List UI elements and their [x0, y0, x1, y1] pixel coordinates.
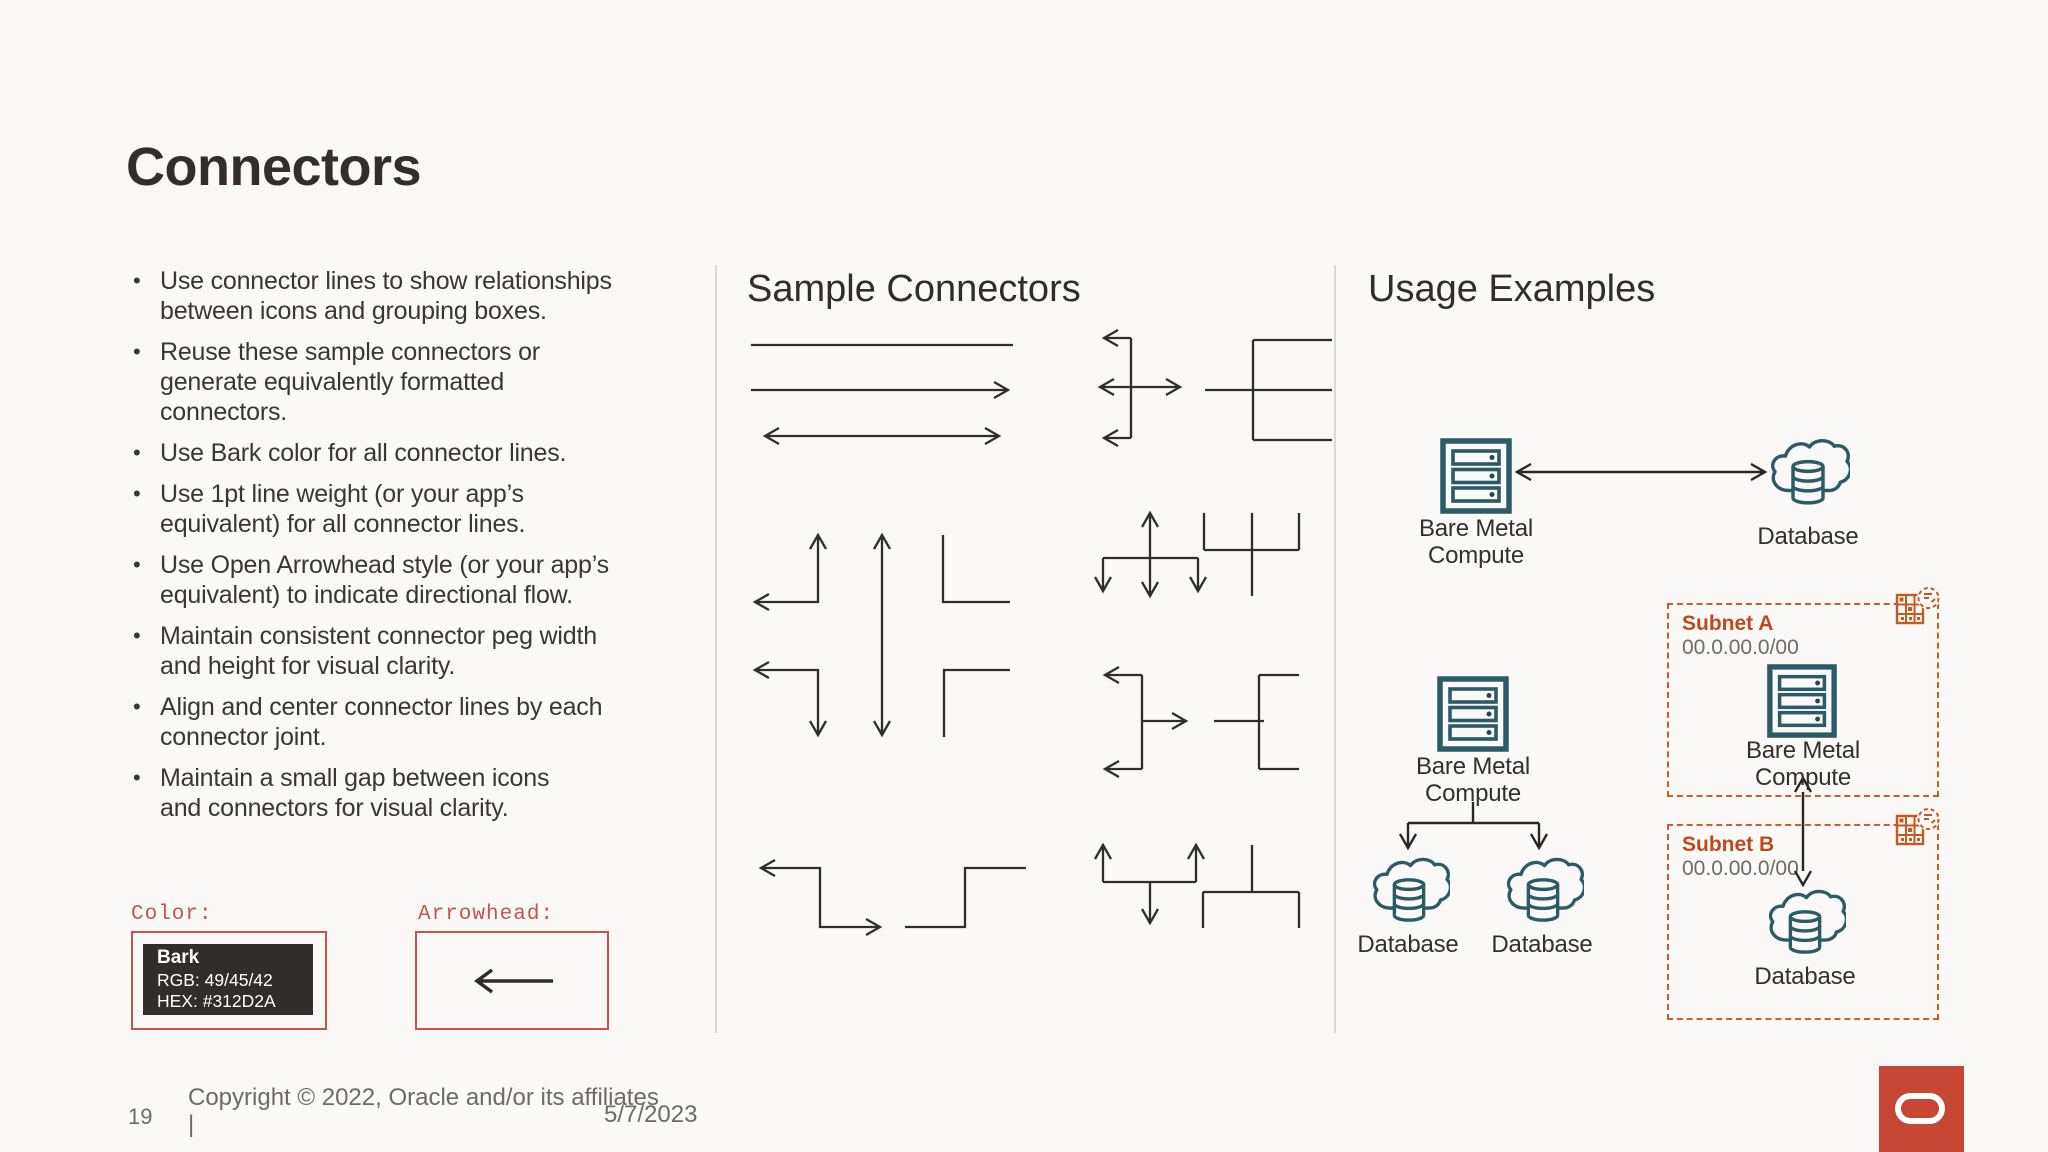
page-title: Connectors — [126, 137, 422, 198]
column-divider — [1334, 265, 1336, 1033]
connector-step — [905, 866, 1026, 929]
connector-brace — [1097, 329, 1183, 447]
swatch-hex: HEX: #312D2A — [157, 991, 276, 1012]
slide-date: 5/7/2023 — [604, 1101, 698, 1128]
connector-fork — [1201, 845, 1301, 928]
page-number: 19 — [128, 1104, 153, 1129]
node-label: Database — [1757, 523, 1859, 550]
connector-comb — [1202, 513, 1301, 596]
guideline-item: Align and center connector lines by each… — [130, 692, 690, 752]
connector-elbow — [752, 532, 827, 611]
guideline-item: Use Open Arrowhead style (or your app’s … — [130, 550, 690, 610]
connector-elbow — [752, 661, 827, 738]
connector-arrow — [1514, 462, 1768, 482]
guideline-item: Reuse these sample connectors or generat… — [130, 337, 690, 427]
connector-step — [758, 859, 883, 936]
connector-arrow — [1793, 775, 1813, 888]
copyright-text: Copyright © 2022, Oracle and/or its affi… — [188, 1084, 659, 1138]
connector-corner — [942, 668, 1010, 737]
bark-color-swatch: Bark RGB: 49/45/42 HEX: #312D2A — [143, 944, 313, 1015]
connector-brace — [1102, 666, 1189, 778]
node-label: Database — [1491, 931, 1593, 958]
guideline-item: Maintain a small gap between icons and c… — [130, 763, 690, 823]
subnet-a-name: Subnet A — [1682, 612, 1774, 635]
oracle-logo — [1879, 1066, 1964, 1152]
connector-fork — [1094, 842, 1205, 926]
node-label: Bare Metal Compute — [1418, 515, 1534, 569]
sample-connectors-title: Sample Connectors — [747, 268, 1081, 310]
guideline-item: Use Bark color for all connector lines. — [130, 438, 690, 468]
connector-fork — [1094, 510, 1207, 599]
connector-arrow — [762, 427, 1002, 445]
sample-connectors-diagram — [751, 329, 1332, 936]
guidelines-list: Use connector lines to show relationship… — [130, 266, 690, 834]
connector-tree — [1398, 802, 1549, 851]
copyright-pipe: | — [188, 1111, 195, 1138]
connector-comb — [1205, 338, 1332, 442]
color-spec-label: Color: — [131, 903, 213, 926]
copyright-line: Copyright © 2022, Oracle and/or its affi… — [188, 1084, 659, 1111]
subnet-b-cidr: 00.0.00.0/00 — [1682, 857, 1799, 881]
guideline-item: Use connector lines to show relationship… — [130, 266, 690, 326]
usage-connectors-diagram — [1398, 462, 1813, 888]
connector-arrow — [873, 532, 891, 738]
subnet-b-name: Subnet B — [1682, 833, 1775, 856]
connector-arrow — [751, 381, 1011, 399]
connector-corner — [941, 535, 1010, 604]
arrowhead-spec-label: Arrowhead: — [418, 903, 555, 926]
open-arrowhead-sample-icon — [474, 968, 553, 993]
node-label: Bare Metal Compute — [1745, 737, 1861, 791]
connector-comb — [1214, 673, 1299, 771]
node-label: Database — [1357, 931, 1459, 958]
node-label: Database — [1754, 963, 1856, 990]
guideline-item: Maintain consistent connector peg width … — [130, 621, 690, 681]
node-label: Bare Metal Compute — [1415, 753, 1531, 807]
guideline-item: Use 1pt line weight (or your app’s equiv… — [130, 479, 690, 539]
subnet-a-cidr: 00.0.00.0/00 — [1682, 636, 1799, 660]
swatch-rgb: RGB: 49/45/42 — [157, 969, 273, 990]
arrowhead-spec-box — [415, 931, 609, 1030]
color-spec-box: Bark RGB: 49/45/42 HEX: #312D2A — [131, 931, 327, 1030]
swatch-name: Bark — [157, 946, 200, 968]
usage-examples-title: Usage Examples — [1368, 268, 1656, 310]
oracle-ring-icon — [1895, 1093, 1945, 1124]
column-divider — [715, 265, 717, 1033]
